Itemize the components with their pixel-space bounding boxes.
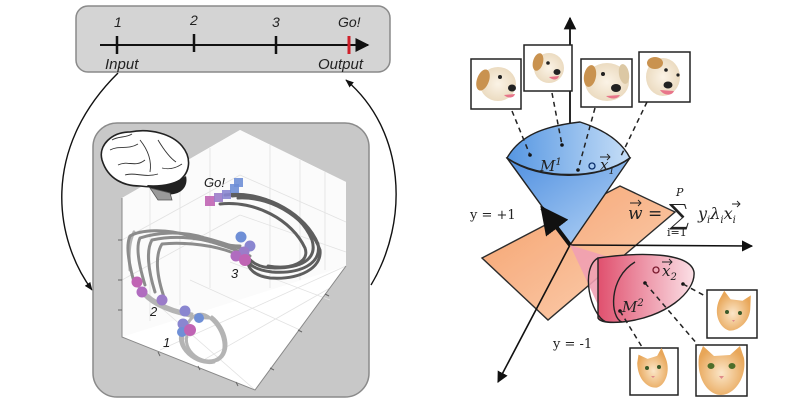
point-x1-label: x1 xyxy=(600,156,615,177)
cat-image-1 xyxy=(706,289,758,339)
dog-projection-lines xyxy=(511,92,648,171)
dog-image-2 xyxy=(523,44,573,92)
epoch-label-1: 1 xyxy=(163,335,170,350)
epoch-3-markers xyxy=(230,231,256,266)
plot-axes xyxy=(121,198,347,391)
depth-axis xyxy=(497,244,571,383)
dog-image-3 xyxy=(580,58,633,108)
svg-text:yiλixi: yiλixi xyxy=(697,204,736,226)
cat-image-3 xyxy=(695,344,748,397)
epoch-label-3: 3 xyxy=(231,266,239,281)
state-space-box: Go! 1 2 3 xyxy=(92,122,370,398)
cat-image-2 xyxy=(629,347,679,396)
svg-text:i=1: i=1 xyxy=(667,226,687,239)
tick-label-1: 1 xyxy=(114,14,122,30)
cat-projection-lines xyxy=(619,282,708,348)
manifold-2-label: M2 xyxy=(621,298,644,316)
output-arrow xyxy=(345,79,397,286)
svg-text:w =: w = xyxy=(628,204,662,224)
tick-label-2: 2 xyxy=(189,12,198,28)
epoch-label-2: 2 xyxy=(149,304,158,319)
label-positive-class: y = +1 xyxy=(469,208,516,223)
svg-text:P: P xyxy=(675,186,684,199)
manifold-2-cone xyxy=(570,245,695,324)
tick-label-go: Go! xyxy=(338,14,361,30)
timeline-box: 1 2 3 Go! Input Output xyxy=(75,5,391,73)
epoch-1-markers xyxy=(177,318,196,337)
tick-label-3: 3 xyxy=(272,14,280,30)
brain-icon xyxy=(100,130,190,201)
dog-image-4 xyxy=(638,51,691,103)
weight-vector-arrow xyxy=(540,205,572,247)
horizontal-axis xyxy=(569,240,754,252)
weight-equation: w = ∑ P i=1 yiλixi xyxy=(628,186,741,239)
dog-image-1 xyxy=(470,58,522,110)
go-label: Go! xyxy=(204,175,225,190)
epoch-2-markers xyxy=(131,276,204,323)
point-x2-label: x2 xyxy=(662,262,677,283)
go-markers xyxy=(205,178,243,206)
input-label: Input xyxy=(105,56,139,73)
input-arrow xyxy=(61,72,119,291)
svg-text:∑: ∑ xyxy=(669,198,689,231)
label-negative-class: y = -1 xyxy=(552,337,592,352)
output-label: Output xyxy=(318,56,364,73)
manifold-1-cone xyxy=(505,121,632,247)
manifold-1-label: M1 xyxy=(539,157,562,175)
